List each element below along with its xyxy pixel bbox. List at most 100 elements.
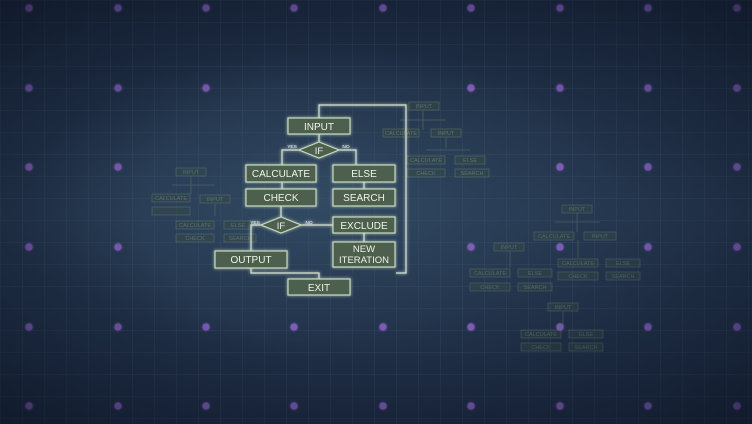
grid-dot	[556, 4, 564, 12]
ghost-label: CHECK	[416, 171, 436, 177]
grid-dot	[114, 163, 122, 171]
new-iteration-label-line2: ITERATION	[339, 255, 389, 266]
grid-dot	[114, 243, 122, 251]
calculate-label: CALCULATE	[252, 169, 310, 180]
grid-dot	[733, 243, 741, 251]
ghost-label: CALCULATE	[562, 261, 594, 267]
ghost-label: ELSE	[579, 332, 593, 338]
grid-dot	[644, 84, 652, 92]
grid-dot	[733, 84, 741, 92]
ghost-label: SEARCH	[524, 285, 547, 291]
grid-dot	[556, 84, 564, 92]
exit-label: EXIT	[308, 283, 330, 294]
ghost-label: INPUT	[555, 305, 572, 311]
grid-dot	[467, 243, 475, 251]
grid-dot	[25, 163, 33, 171]
ghost-label: CALCULATE	[410, 158, 442, 164]
ghost-label: CALCULATE	[179, 223, 211, 229]
connector-to-exit	[250, 268, 320, 279]
connector-yes-top	[281, 149, 299, 165]
grid-dot	[556, 163, 564, 171]
ghost-flowchart-left: INPUT CALCULATE INPUT CALCULATE ELSE CHE…	[151, 167, 257, 243]
search-label: SEARCH	[343, 193, 385, 204]
grid-dot	[467, 4, 475, 12]
ghost-label: CALCULATE	[474, 271, 506, 277]
else-label: ELSE	[351, 169, 377, 180]
flowchart-nodes	[214, 117, 396, 296]
grid-dot	[202, 323, 210, 331]
ghost-label: CALCULATE	[155, 196, 187, 202]
ghost-label: CALCULATE	[385, 131, 417, 137]
input-label: INPUT	[304, 122, 334, 133]
ghost-box	[151, 206, 191, 216]
grid-dot	[644, 243, 652, 251]
grid-dot	[202, 402, 210, 410]
ghost-label: INPUT	[438, 131, 455, 137]
ghost-label: CHECK	[480, 285, 500, 291]
no-top-label: NO	[342, 144, 349, 150]
grid-dot	[733, 402, 741, 410]
no-mid-label: NO	[305, 220, 312, 226]
grid-dot	[25, 323, 33, 331]
yes-mid-label: YES	[250, 220, 260, 226]
grid-dot	[644, 402, 652, 410]
grid-dot	[114, 323, 122, 331]
ghost-label: INPUT	[569, 207, 586, 213]
grid-dot	[644, 323, 652, 331]
ghost-label: ELSE	[231, 223, 245, 229]
grid-dot	[202, 4, 210, 12]
ghost-label: CALCULATE	[525, 332, 557, 338]
ghost-label: SEARCH	[612, 274, 635, 280]
ghost-flowchart-right-bottom: INPUT INPUT CALCULATE INPUT CALCULATE EL…	[469, 204, 641, 352]
grid-dot	[733, 163, 741, 171]
ghost-label: ELSE	[528, 271, 542, 277]
output-label: OUTPUT	[230, 255, 271, 266]
check-label: CHECK	[263, 193, 298, 204]
grid-dot	[290, 4, 298, 12]
ghost-label: CALCULATE	[538, 234, 570, 240]
ghost-label: ELSE	[616, 261, 630, 267]
grid-dot	[644, 4, 652, 12]
grid-dot	[379, 402, 387, 410]
grid-dot	[114, 402, 122, 410]
grid-dot	[733, 323, 741, 331]
ghost-label: SEARCH	[575, 345, 598, 351]
ghost-label: ELSE	[463, 158, 477, 164]
grid-dot	[290, 323, 298, 331]
ghost-label: SEARCH	[461, 171, 484, 177]
yes-top-label: YES	[287, 144, 297, 150]
dot-grid	[25, 4, 741, 410]
grid-dot	[556, 323, 564, 331]
grid-dot	[25, 402, 33, 410]
grid-dot	[25, 84, 33, 92]
ghost-label: INPUT	[416, 104, 433, 110]
ghost-label: INPUT	[207, 197, 224, 203]
grid-dot	[114, 84, 122, 92]
if-top-label: IF	[315, 146, 324, 157]
ghost-label: CHECK	[185, 236, 205, 242]
ghost-flowchart-right-top: INPUT CALCULATE INPUT CALCULATE ELSE CHE…	[382, 101, 490, 178]
ghost-label: INPUT	[592, 234, 609, 240]
grid-dot	[202, 84, 210, 92]
grid-dot	[379, 323, 387, 331]
grid-dot	[467, 402, 475, 410]
grid-dot	[556, 243, 564, 251]
grid-dot	[556, 402, 564, 410]
ghost-label: CHECK	[568, 274, 588, 280]
grid-dot	[467, 323, 475, 331]
grid-dot	[114, 4, 122, 12]
grid-dot	[733, 4, 741, 12]
exclude-label: EXCLUDE	[340, 221, 388, 232]
ghost-label: INPUT	[501, 245, 518, 251]
ghost-label: CHECK	[531, 345, 551, 351]
grid-dot	[467, 84, 475, 92]
connector-no-top	[339, 149, 357, 165]
ghost-label: SEARCH	[229, 236, 252, 242]
if-mid-label: IF	[277, 221, 286, 232]
grid-dot	[25, 4, 33, 12]
new-iteration-label-line1: NEW	[353, 244, 375, 255]
grid-dot	[290, 402, 298, 410]
grid-dot	[644, 163, 652, 171]
